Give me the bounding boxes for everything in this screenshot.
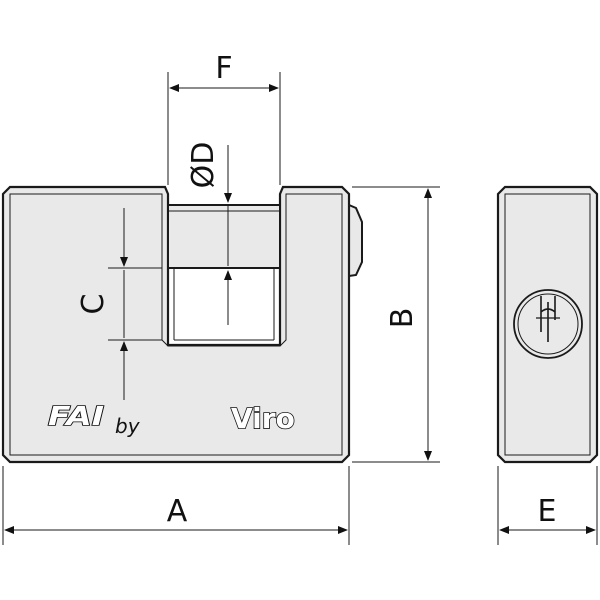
padlock-body-bevel	[9, 193, 343, 456]
dimension-a: A	[2, 466, 350, 545]
padlock-front-view: FAI by Viro	[1, 185, 363, 464]
dimension-label-b: B	[385, 308, 420, 329]
dimension-label-f: F	[215, 51, 232, 86]
brand-name: Viro	[231, 402, 295, 435]
dimension-label-a: A	[167, 494, 188, 529]
brand-logo: FAI	[48, 402, 104, 432]
padlock-side-view	[496, 185, 599, 464]
dimension-b: B	[352, 186, 440, 463]
dimension-d: ØD	[186, 142, 232, 325]
latch-nub	[348, 203, 363, 278]
dimension-f: F	[167, 51, 281, 185]
brand-connector: by	[115, 414, 141, 438]
dimension-c: C	[76, 208, 162, 400]
dimension-label-e: E	[538, 494, 557, 529]
dimension-label-d: ØD	[186, 142, 221, 189]
dimension-e: E	[497, 466, 598, 545]
dimension-label-c: C	[76, 294, 111, 315]
side-body-bevel	[504, 193, 591, 456]
keyhole-icon	[513, 289, 583, 359]
shackle-bar	[167, 204, 281, 269]
padlock-body	[1, 185, 351, 464]
